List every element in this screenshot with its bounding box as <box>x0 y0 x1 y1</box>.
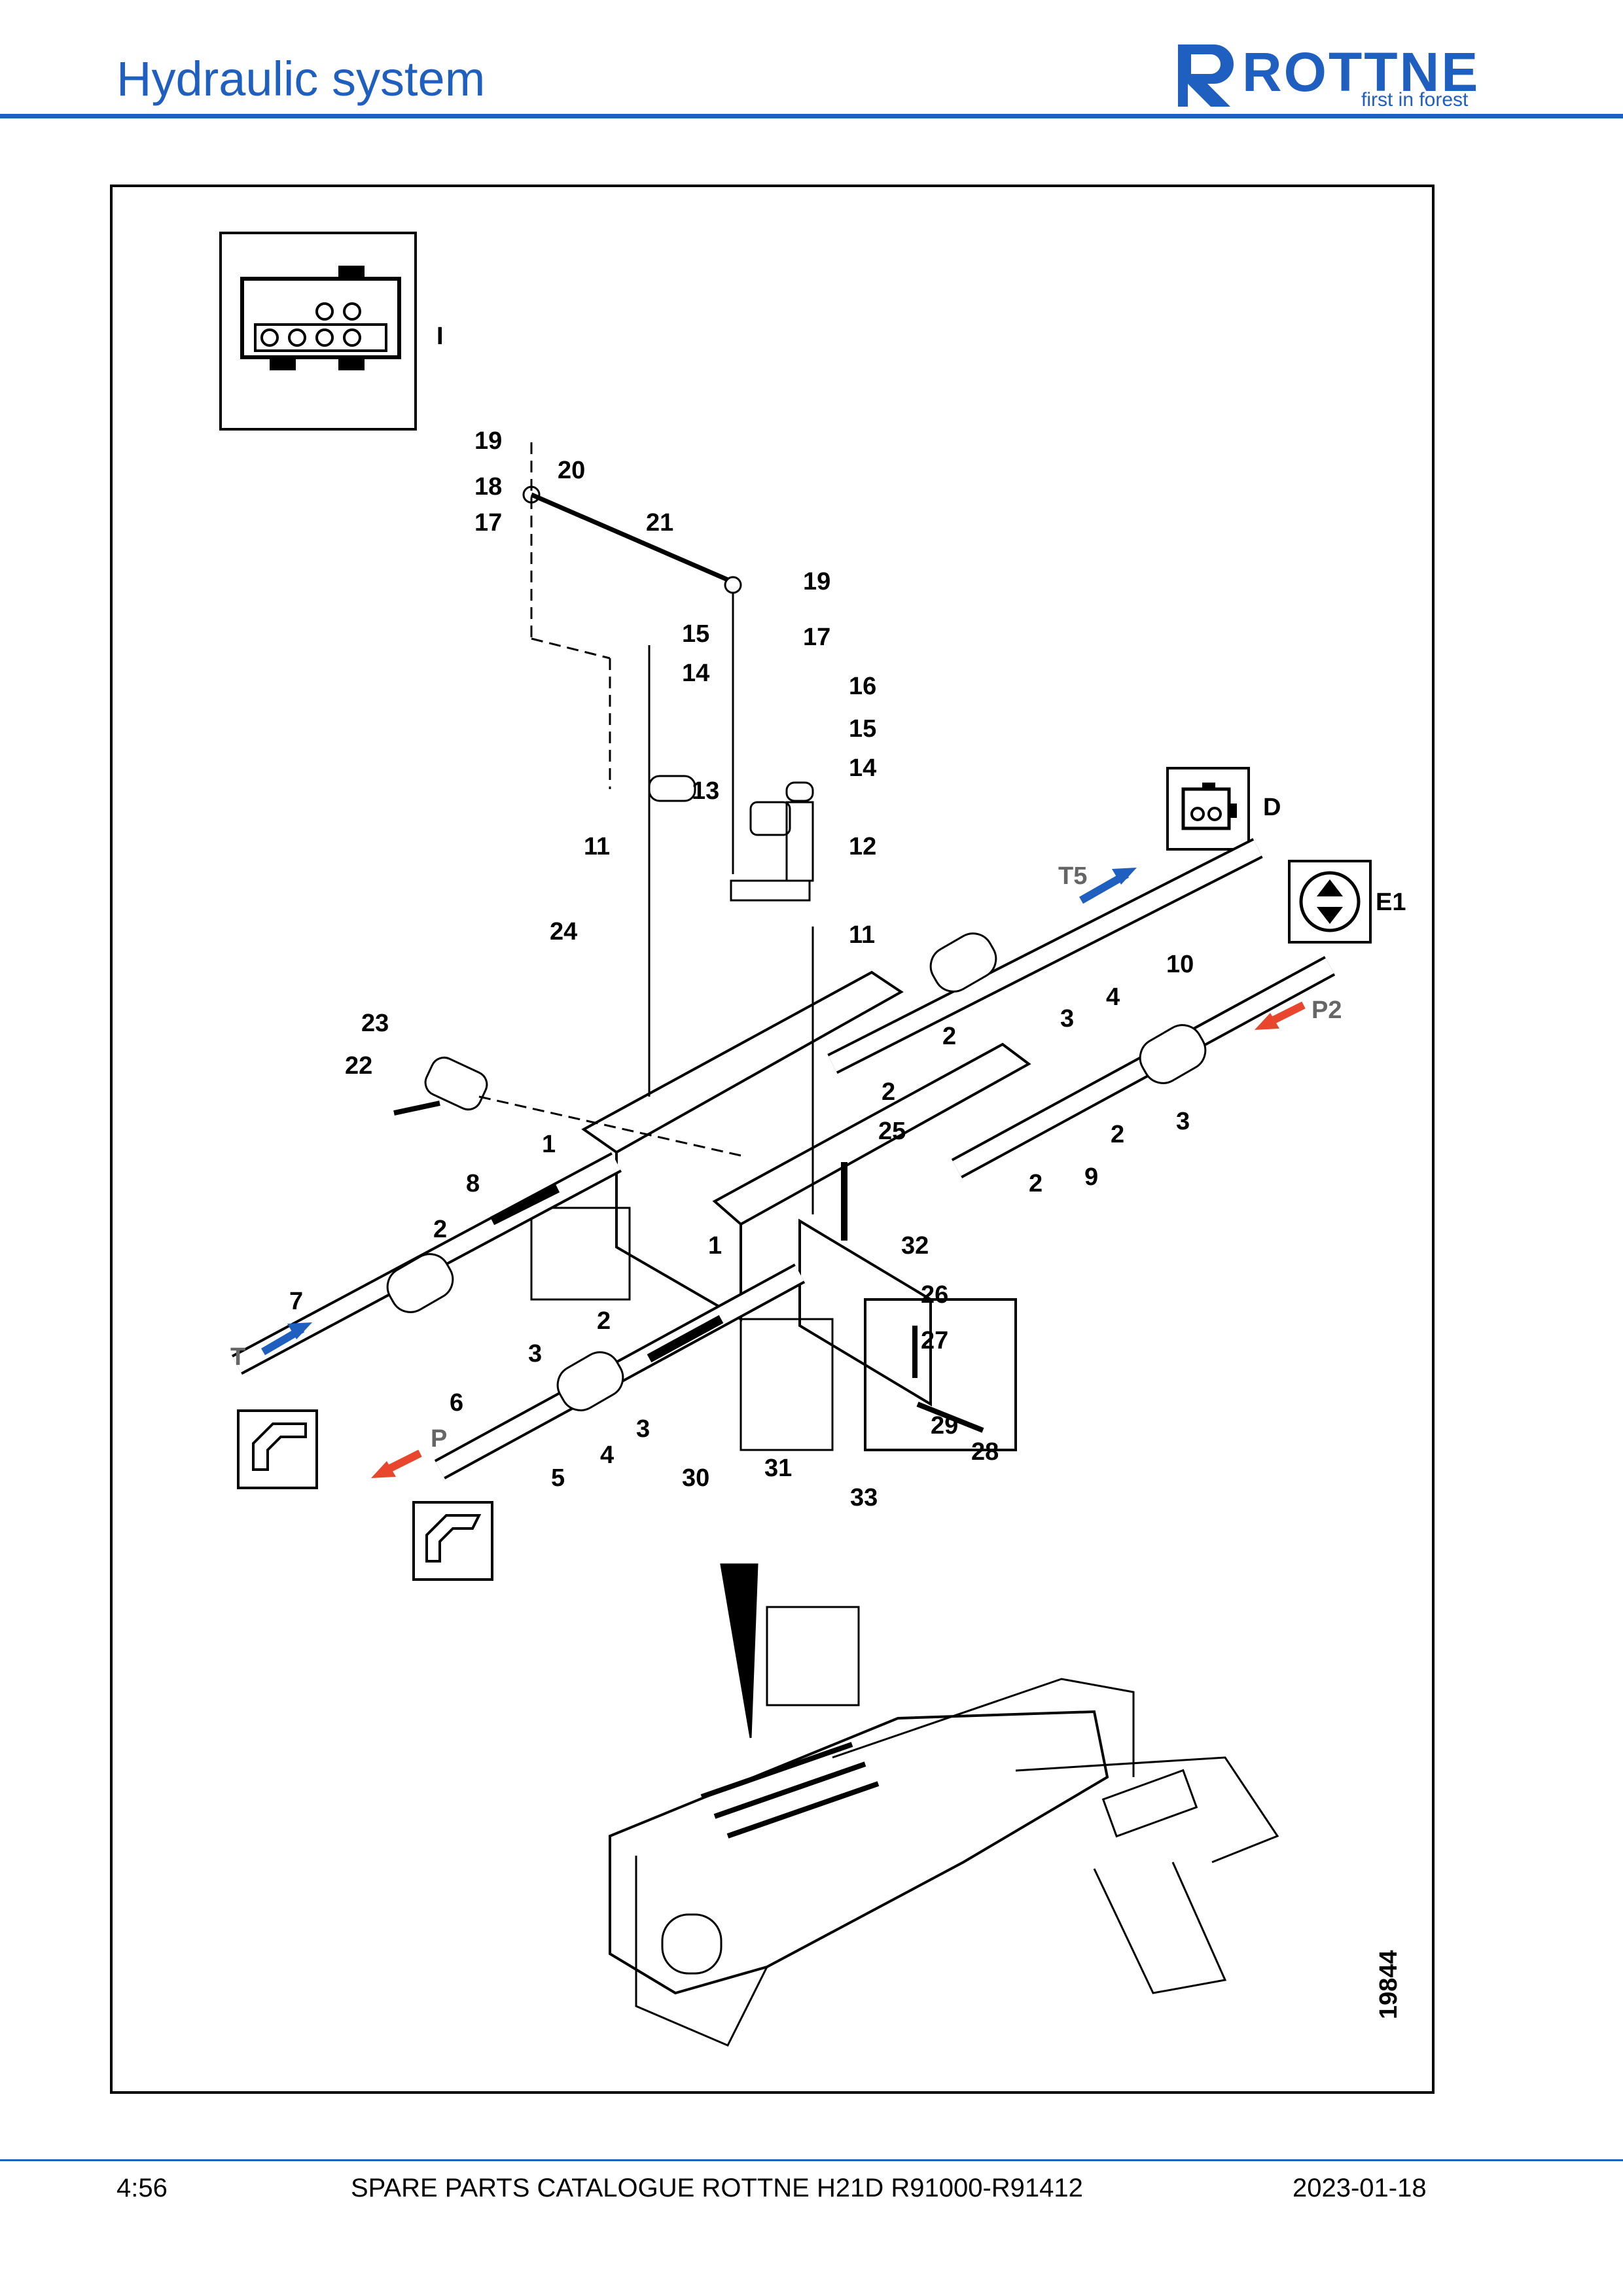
callout-16: 16 <box>849 673 876 700</box>
panel-label-e1: E1 <box>1376 889 1406 916</box>
figure-number: 19844 <box>1375 1950 1402 2019</box>
callout-30: 30 <box>682 1464 709 1492</box>
callout-27: 27 <box>921 1327 948 1354</box>
part-callouts: 19 18 20 17 21 19 17 15 14 16 15 14 13 1… <box>289 427 1194 1511</box>
callout-10: 10 <box>1166 951 1194 978</box>
connector-d-icon <box>1166 767 1250 851</box>
callout-15a: 15 <box>682 620 709 648</box>
exploded-view-drawing: I D E1 <box>219 232 1406 2047</box>
return-arrow-icon <box>1112 868 1137 885</box>
flow-arrows <box>260 868 1306 1478</box>
callout-3d: 3 <box>636 1415 650 1443</box>
callout-3a: 3 <box>1060 1005 1074 1033</box>
callout-4b: 4 <box>600 1441 614 1469</box>
callout-6: 6 <box>450 1389 463 1417</box>
callout-32: 32 <box>901 1232 929 1260</box>
callout-22: 22 <box>345 1052 372 1080</box>
callout-14a: 14 <box>682 660 709 687</box>
panel-label-i: I <box>437 323 444 350</box>
page-number: 4:56 <box>116 2174 168 2202</box>
callout-20: 20 <box>558 457 585 484</box>
callout-12: 12 <box>849 833 876 860</box>
callout-17a: 17 <box>474 509 502 537</box>
callout-17b: 17 <box>803 624 830 651</box>
callout-8: 8 <box>466 1170 480 1197</box>
callout-2b: 2 <box>882 1078 895 1106</box>
callout-15b: 15 <box>849 715 876 743</box>
callout-9: 9 <box>1084 1163 1098 1191</box>
callout-18: 18 <box>474 473 502 501</box>
up-down-selector-icon <box>1288 860 1372 944</box>
callout-23: 23 <box>361 1010 389 1037</box>
callout-11b: 11 <box>849 921 875 949</box>
callout-24: 24 <box>550 918 577 945</box>
valve-assembly <box>231 442 1336 1479</box>
callout-1b: 1 <box>708 1232 722 1260</box>
callout-29: 29 <box>931 1412 958 1439</box>
port-label-t5: T5 <box>1058 862 1087 890</box>
brand-tagline: first in forest <box>1361 89 1469 111</box>
callout-31: 31 <box>764 1455 792 1482</box>
pressure-arrow-icon <box>1255 1013 1279 1030</box>
port-label-p: P <box>431 1425 447 1453</box>
callout-2f: 2 <box>597 1307 611 1335</box>
port-label-t: T <box>230 1343 245 1371</box>
brand-logo: ROTTNE first in forest <box>1171 38 1512 111</box>
callout-13: 13 <box>692 777 719 805</box>
callout-2d: 2 <box>1029 1170 1043 1197</box>
callout-21: 21 <box>646 509 673 537</box>
callout-7: 7 <box>289 1288 303 1315</box>
catalogue-date: 2023-01-18 <box>1293 2174 1427 2202</box>
callout-3b: 3 <box>1176 1108 1190 1135</box>
callout-26: 26 <box>921 1281 948 1309</box>
callout-19a: 19 <box>474 427 502 455</box>
drawing-frame: I D E1 <box>110 185 1435 2094</box>
page-title: Hydraulic system <box>116 52 486 106</box>
callout-2c: 2 <box>1111 1121 1124 1148</box>
callout-3c: 3 <box>528 1340 542 1368</box>
header-divider <box>0 114 1623 118</box>
callout-5: 5 <box>551 1464 565 1492</box>
machine-overview-illustration <box>609 1563 1279 2047</box>
callout-2a: 2 <box>942 1023 956 1050</box>
port-label-p2: P2 <box>1311 997 1342 1024</box>
rottne-emblem-icon <box>1178 44 1234 107</box>
brand-name: ROTTNE <box>1242 41 1480 103</box>
callout-28: 28 <box>971 1438 999 1466</box>
callout-25: 25 <box>878 1118 906 1145</box>
port-labels: T5 P2 T P <box>230 862 1342 1453</box>
hose-fitting-straight-icon <box>237 1409 318 1489</box>
connector-i-icon <box>219 232 417 431</box>
callout-1a: 1 <box>542 1131 556 1158</box>
callout-33: 33 <box>850 1484 878 1511</box>
footer-divider <box>0 2159 1623 2161</box>
catalogue-title: SPARE PARTS CATALOGUE ROTTNE H21D R91000… <box>351 2174 1083 2202</box>
callout-2e: 2 <box>433 1216 447 1243</box>
hose-fitting-angled-icon <box>412 1501 493 1581</box>
panel-label-d: D <box>1263 794 1281 821</box>
callout-4a: 4 <box>1106 983 1120 1011</box>
callout-19b: 19 <box>803 568 830 595</box>
callout-11a: 11 <box>584 833 610 860</box>
callout-14b: 14 <box>849 754 876 782</box>
